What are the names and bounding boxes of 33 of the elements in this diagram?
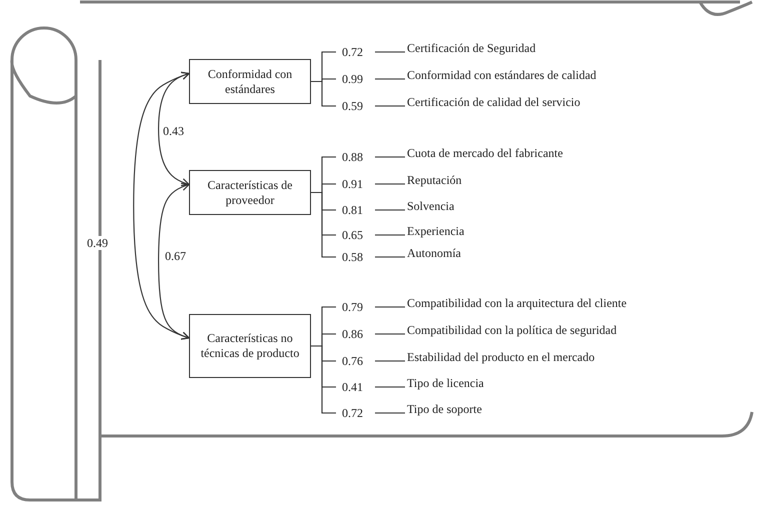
- edge-label: 0.67: [164, 249, 187, 263]
- edge-label: 0.72: [336, 45, 375, 59]
- edge-label: 0.99: [336, 72, 375, 86]
- edge-label: 0.76: [336, 354, 375, 368]
- edge-label: 0.43: [162, 124, 185, 138]
- indicator-text: Conformidad con estándares de calidad: [407, 67, 596, 83]
- edge-label: 0.58: [336, 250, 375, 264]
- indicator-text: Compatibilidad con la arquitectura del cliente: [407, 295, 627, 311]
- correlation-arrow: [133, 72, 190, 340]
- indicator-text: Certificación de calidad del servicio: [407, 94, 580, 110]
- edge-label: 0.72: [336, 406, 375, 420]
- factor-box: Características no técnicas de producto: [189, 314, 311, 378]
- indicator-text: Experiencia: [407, 223, 464, 239]
- indicator-text: Autonomía: [407, 245, 461, 261]
- edge-label: 0.79: [336, 300, 375, 314]
- edge-label: 0.49: [86, 236, 109, 250]
- edge-label: 0.65: [336, 228, 375, 242]
- edge-label: 0.81: [336, 203, 375, 217]
- indicator-text: Certificación de Seguridad: [407, 40, 536, 56]
- indicator-text: Solvencia: [407, 198, 454, 214]
- indicator-text: Reputación: [407, 172, 462, 188]
- edge-label: 0.91: [336, 177, 375, 191]
- indicator-text: Tipo de licencia: [407, 375, 484, 391]
- factor-box: Conformidad con estándares: [189, 59, 311, 104]
- indicator-text: Cuota de mercado del fabricante: [407, 145, 563, 161]
- factor-box: Características de proveedor: [189, 170, 311, 215]
- indicator-text: Estabilidad del producto en el mercado: [407, 349, 595, 365]
- edge-label: 0.86: [336, 327, 375, 341]
- edge-label: 0.59: [336, 99, 375, 113]
- edge-label: 0.88: [336, 150, 375, 164]
- indicator-text: Tipo de soporte: [407, 401, 482, 417]
- edge-label: 0.41: [336, 380, 375, 394]
- indicator-text: Compatibilidad con la política de seguridad: [407, 322, 617, 338]
